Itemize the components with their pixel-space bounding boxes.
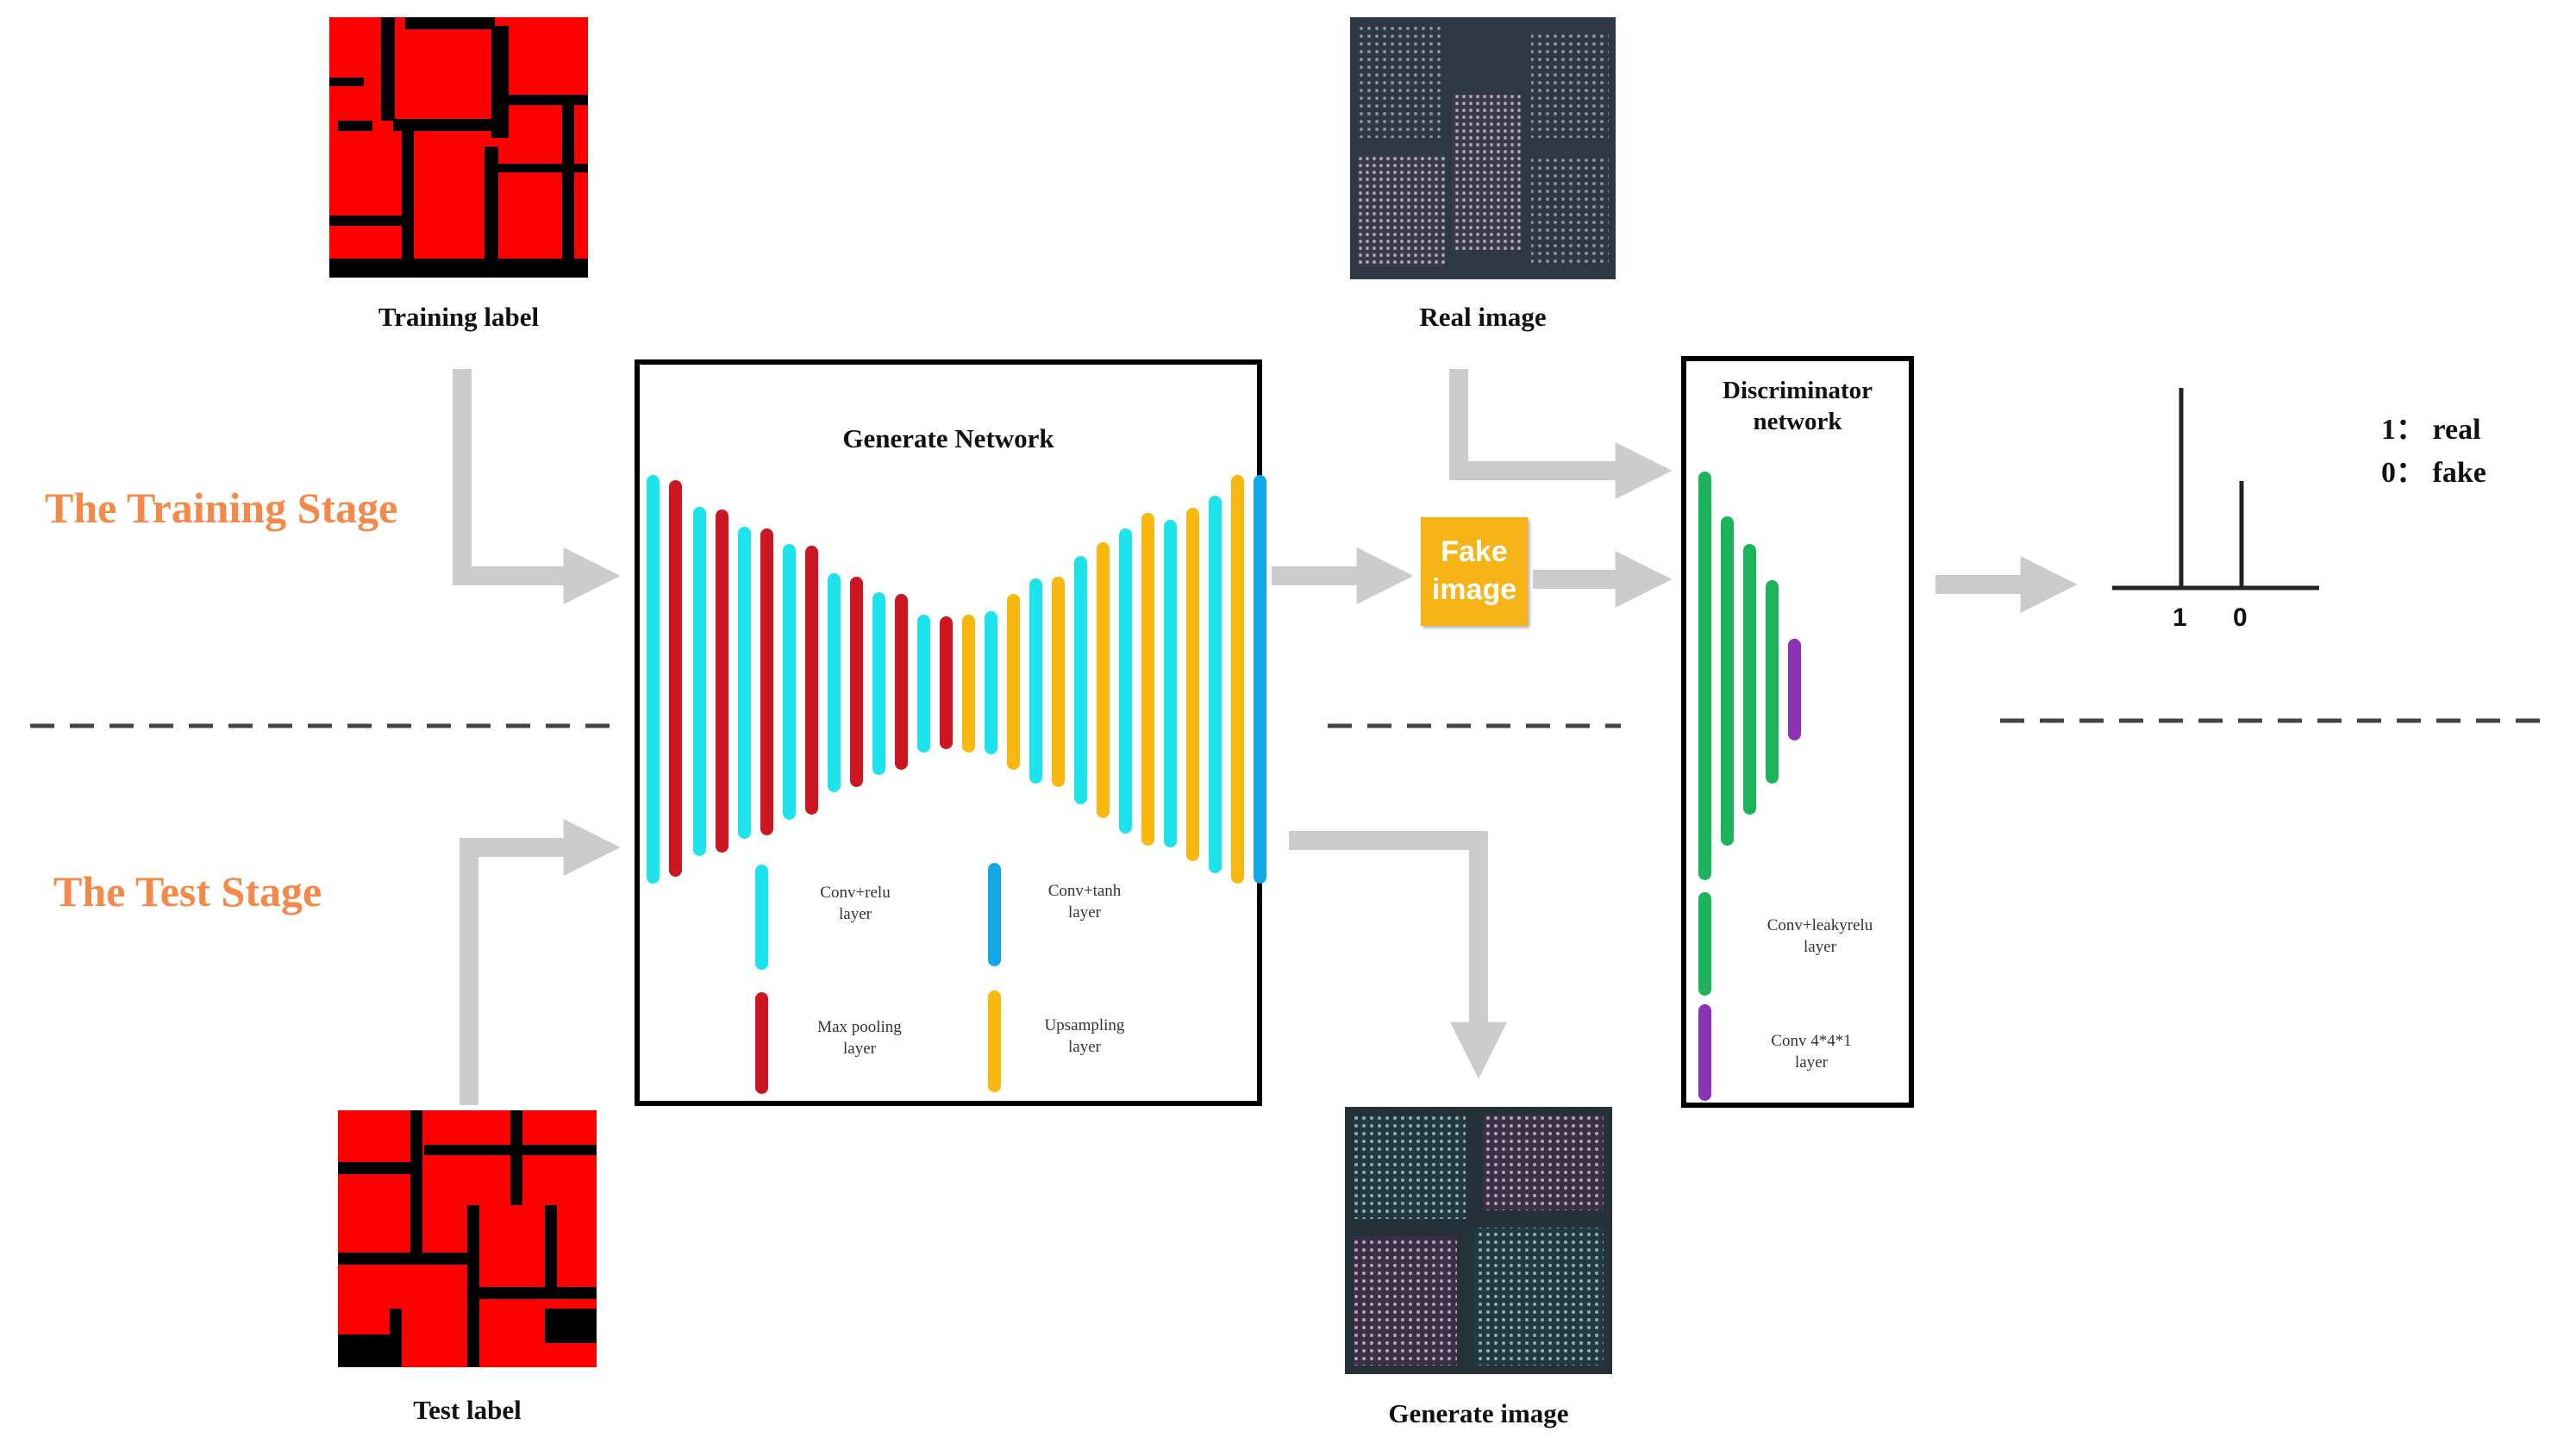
generator-layer-bar [783,544,796,820]
real-image [1350,17,1616,279]
legend-label-conv-leakyrelu: Conv+leakyrelu layer [1766,916,1873,956]
test-label-caption: Test label [413,1395,522,1425]
output-plot [2112,388,2319,591]
generator-layer-bar [669,480,682,877]
generate-image-caption: Generate image [1388,1398,1569,1428]
generator-layer-bar [985,611,997,754]
generator-layer-bar [872,592,885,775]
arrow-test-to-generator [460,819,621,1105]
test-label-image [338,1110,597,1367]
training-label-caption: Training label [378,302,540,332]
legend-label-upsampling: Upsampling layer [1044,1016,1125,1056]
discriminator-layer-bar [1766,580,1779,784]
training-label-image [329,17,588,278]
arrow-generator-to-generate-image [1289,831,1507,1079]
generator-layer-bar [1209,496,1222,873]
generator-title: Generate Network [842,423,1054,453]
generator-layer-bar [1119,528,1132,834]
generator-layer-bar [647,475,660,884]
legend-swatch-conv-tanh [988,863,1001,966]
generator-layer-bar [1074,556,1087,804]
generator-layers [640,365,1266,1101]
output-tick-0: 0 [2233,603,2248,632]
generator-layer-bar [1052,577,1065,787]
generator-layer-bar [1029,578,1042,784]
discriminator-layer-bar [1698,472,1711,880]
fake-image-box: Fake image [1421,517,1528,626]
legend-swatch-conv-4x4x1 [1698,1004,1711,1101]
generator-layer-bar [760,528,773,835]
legend-label-conv-tanh: Conv+tanh layer [1047,882,1122,922]
legend-swatch-max-pooling [755,992,768,1094]
discriminator-layer-bar [1743,544,1756,815]
discriminator-layer-bar [1788,639,1801,740]
fake-image-line2: image [1431,573,1517,606]
generator-layer-bar [962,615,975,753]
generator-layer-bar [738,527,751,839]
generator-layer-bar [805,546,818,815]
generator-layer-bar [828,573,841,792]
generator-layer-bar [940,616,953,749]
legend-swatch-conv-relu [755,865,768,970]
generator-layer-bar [1097,542,1110,818]
arrow-real-to-discriminator [1449,369,1673,499]
legend-label-conv-relu: Conv+relu layer [820,884,891,923]
discriminator-network-box: Discriminator network Conv+leakyrelu lay… [1681,356,1914,1108]
training-stage-label: The Training Stage [45,484,398,532]
legend-label-max-pooling: Max pooling layer [817,1018,902,1058]
generator-network-box: Generate Network Conv+relu layer Conv+ta… [635,359,1266,1106]
fake-image-line1: Fake [1441,535,1508,568]
discriminator-layer-bar [1721,516,1734,846]
generate-image [1345,1107,1612,1374]
generator-layer-bar [895,594,908,770]
real-image-caption: Real image [1419,302,1547,332]
discriminator-title-line1: Discriminator [1723,377,1873,404]
generator-layer-bar [716,509,728,853]
generator-layer-bar [693,507,706,856]
legend-swatch-upsampling [988,990,1001,1092]
generator-layer-bar [1164,520,1177,847]
generator-layer-bar [1254,475,1266,884]
generator-layer-bar [850,577,863,787]
discriminator-layers [1686,361,1909,1103]
legend-swatch-conv-leakyrelu [1698,892,1711,996]
generator-layer-bar [1141,513,1154,846]
generator-layer-bar [1231,475,1244,884]
test-stage-label: The Test Stage [53,867,322,915]
output-tick-1: 1 [2173,603,2187,632]
arrow-training-to-generator [453,369,621,604]
generator-layer-bar [1007,594,1020,770]
discriminator-title-line2: network [1753,408,1842,435]
generator-layer-bar [1186,508,1199,861]
output-key-fake: 0： fake [2381,457,2486,489]
output-key-real: 1： real [2381,414,2481,446]
legend-label-conv-4x4x1: Conv 4*4*1 layer [1771,1032,1852,1072]
generator-layer-bar [917,615,930,753]
